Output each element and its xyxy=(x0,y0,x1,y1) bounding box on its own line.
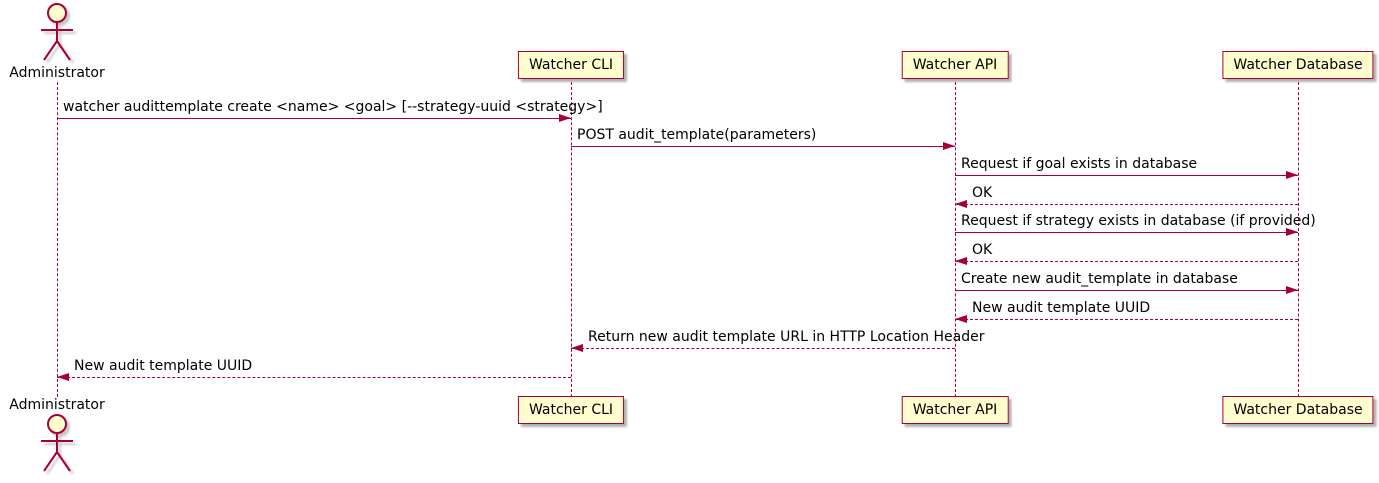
message-label: OK xyxy=(972,242,993,258)
lifeline-db xyxy=(1298,82,1299,397)
participant-box-bottom-api: Watcher API xyxy=(901,396,1009,424)
actor-label-bottom: Administrator xyxy=(9,397,105,413)
message-label: Create new audit_template in database xyxy=(961,271,1238,287)
message-line xyxy=(955,204,1298,205)
participant-box-bottom-db: Watcher Database xyxy=(1222,396,1374,424)
message-arrowhead xyxy=(943,142,955,150)
message-label: OK xyxy=(972,185,993,201)
message-label: Request if strategy exists in database (… xyxy=(961,213,1316,229)
message-label: Return new audit template URL in HTTP Lo… xyxy=(588,329,985,345)
message-line xyxy=(955,175,1298,176)
actor-figure-top xyxy=(35,2,79,68)
message-arrowhead xyxy=(559,114,571,122)
actor-label-top: Administrator xyxy=(9,65,105,81)
message-arrowhead xyxy=(1286,228,1298,236)
message-arrowhead xyxy=(57,373,69,381)
message-label: New audit template UUID xyxy=(74,358,253,374)
message-arrowhead xyxy=(1286,171,1298,179)
message-line xyxy=(955,261,1298,262)
participant-box-bottom-cli: Watcher CLI xyxy=(517,396,625,424)
message-arrowhead xyxy=(955,200,967,208)
message-label: Request if goal exists in database xyxy=(961,156,1198,172)
message-line xyxy=(955,232,1298,233)
message-label: POST audit_template(parameters) xyxy=(577,127,817,143)
message-arrowhead xyxy=(955,257,967,265)
message-line xyxy=(571,348,955,349)
message-arrowhead xyxy=(1286,286,1298,294)
message-arrowhead xyxy=(571,344,583,352)
lifeline-cli xyxy=(571,82,572,397)
participant-box-top-api: Watcher API xyxy=(901,51,1009,79)
message-line xyxy=(571,146,955,147)
message-arrowhead xyxy=(955,315,967,323)
message-label: New audit template UUID xyxy=(972,300,1151,316)
message-line xyxy=(955,290,1298,291)
lifeline-api xyxy=(955,82,956,397)
participant-box-top-db: Watcher Database xyxy=(1222,51,1374,79)
message-line xyxy=(57,118,571,119)
message-line xyxy=(955,319,1298,320)
message-label: watcher audittemplate create <name> <goa… xyxy=(63,99,603,115)
actor-figure-bottom xyxy=(35,413,79,479)
participant-box-top-cli: Watcher CLI xyxy=(517,51,625,79)
lifeline-admin xyxy=(57,82,58,397)
message-line xyxy=(57,377,571,378)
